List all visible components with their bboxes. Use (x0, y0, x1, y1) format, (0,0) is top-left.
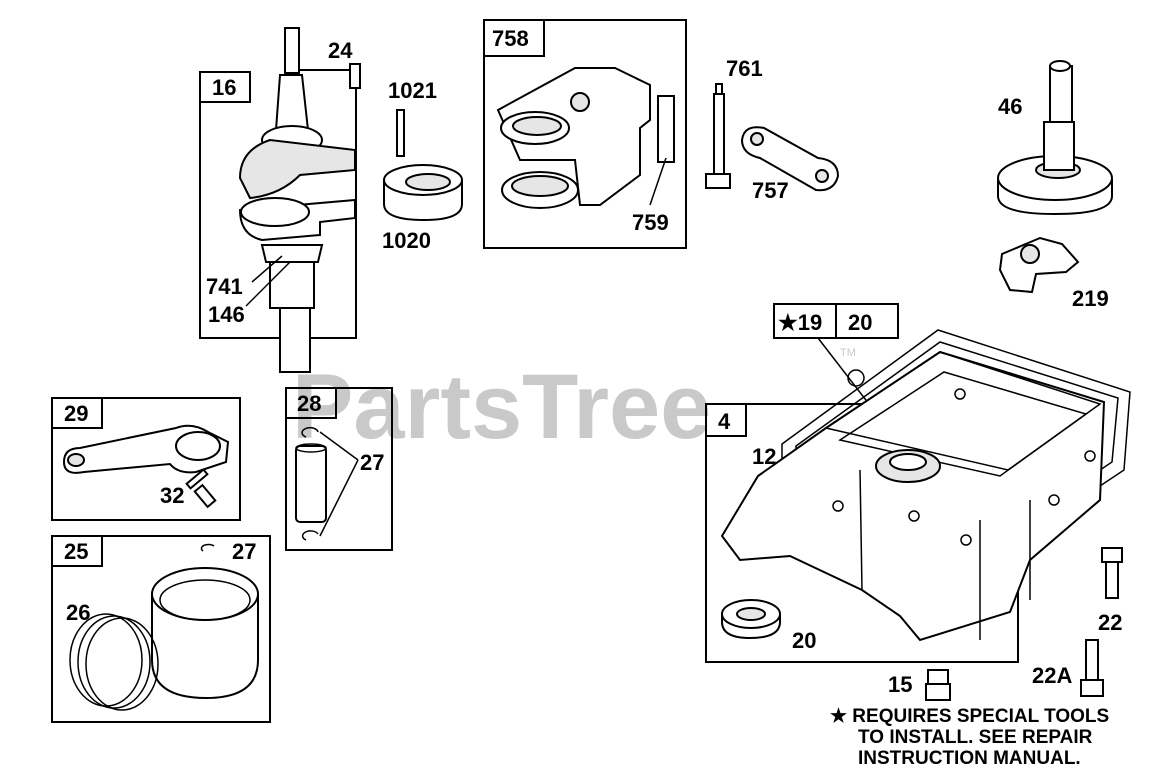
piston-retainer-ring (200, 543, 215, 552)
camshaft-part-46[interactable]: 46 (997, 60, 1113, 216)
label-22a: 22A (1032, 663, 1072, 688)
box-20-tag (835, 303, 899, 339)
note-line-3: INSTRUCTION MANUAL. (858, 748, 1081, 769)
box-758-tag (483, 19, 545, 57)
box-29-tag (51, 397, 103, 429)
link-part-757[interactable]: 757 (740, 126, 840, 203)
connecting-rod-group[interactable]: 29 32 (51, 397, 241, 521)
label-757: 757 (752, 178, 789, 203)
piston-rings-part-26 (69, 613, 159, 711)
key-part-24[interactable]: 24 (328, 38, 361, 89)
label-761: 761 (726, 56, 763, 81)
label-15: 15 (888, 672, 912, 697)
crankshaft-part (238, 27, 356, 373)
label-1021: 1021 (388, 78, 437, 103)
box-25-tag (51, 535, 103, 567)
label-22: 22 (1098, 610, 1122, 635)
piston-group[interactable]: 25 27 26 (51, 535, 271, 723)
label-46: 46 (998, 94, 1022, 119)
trademark-mark: TM (840, 347, 856, 359)
retainer-ring-lower (301, 530, 319, 541)
parts-tree-watermark: PartsTree (292, 356, 711, 458)
label-759: 759 (632, 210, 669, 235)
bolt-part-761[interactable]: 761 (705, 56, 763, 189)
label-27-pin: 27 (360, 450, 384, 475)
box-16-tag (199, 71, 251, 103)
rod-bolt-part-32 (185, 468, 217, 509)
label-741: 741 (206, 274, 243, 299)
wrist-pin-group[interactable]: 28 27 (285, 387, 393, 551)
label-20: 20 (792, 628, 816, 653)
retainer-ring-upper (301, 426, 319, 438)
label-1020: 1020 (382, 228, 431, 253)
label-24: 24 (328, 38, 353, 63)
box-758-label: 758 (492, 26, 529, 51)
box-4-tag (705, 403, 747, 437)
sleeve-part-759 (657, 95, 675, 163)
label-26: 26 (66, 600, 90, 625)
label-219: 219 (1072, 286, 1109, 311)
special-tools-note: ★ REQUIRES SPECIAL TOOLS TO INSTALL. SEE… (830, 706, 1109, 769)
bolt-part-22a[interactable]: 22A (1032, 639, 1104, 697)
bolt-part-22[interactable]: 22 (1098, 547, 1123, 635)
box-16-label: 16 (212, 75, 236, 100)
box-20-label: 20 (848, 310, 872, 335)
box-25-label: 25 (64, 539, 88, 564)
bracket-group-758[interactable]: 758 759 (483, 19, 687, 249)
spacer-part-1020[interactable]: 1020 (382, 164, 463, 253)
crankshaft-group[interactable]: 16 741 146 (199, 27, 357, 373)
bracket-part (496, 67, 651, 209)
sump-body-part (720, 350, 1106, 642)
note-line-2: TO INSTALL. SEE REPAIR (858, 727, 1093, 748)
sump-group[interactable]: 4 ★19 20 12 (705, 303, 1131, 663)
note-line-1: ★ REQUIRES SPECIAL TOOLS (830, 706, 1109, 727)
box-28-tag (285, 387, 337, 419)
piston-part (151, 567, 259, 700)
label-27-piston: 27 (232, 539, 256, 564)
box-19-label: ★19 (778, 310, 822, 335)
oil-seal-part-20 (721, 599, 781, 640)
drain-plug-part-15[interactable]: 15 (888, 669, 951, 701)
box-28-label: 28 (297, 391, 321, 416)
box-4-label: 4 (718, 409, 731, 434)
label-146: 146 (208, 302, 245, 327)
governor-part-219[interactable]: 219 (998, 236, 1109, 311)
label-32: 32 (160, 483, 184, 508)
wrist-pin-part (295, 445, 327, 523)
pin-part-1021[interactable]: 1021 (388, 78, 437, 157)
box-29-label: 29 (64, 401, 88, 426)
rod-part (62, 424, 230, 474)
